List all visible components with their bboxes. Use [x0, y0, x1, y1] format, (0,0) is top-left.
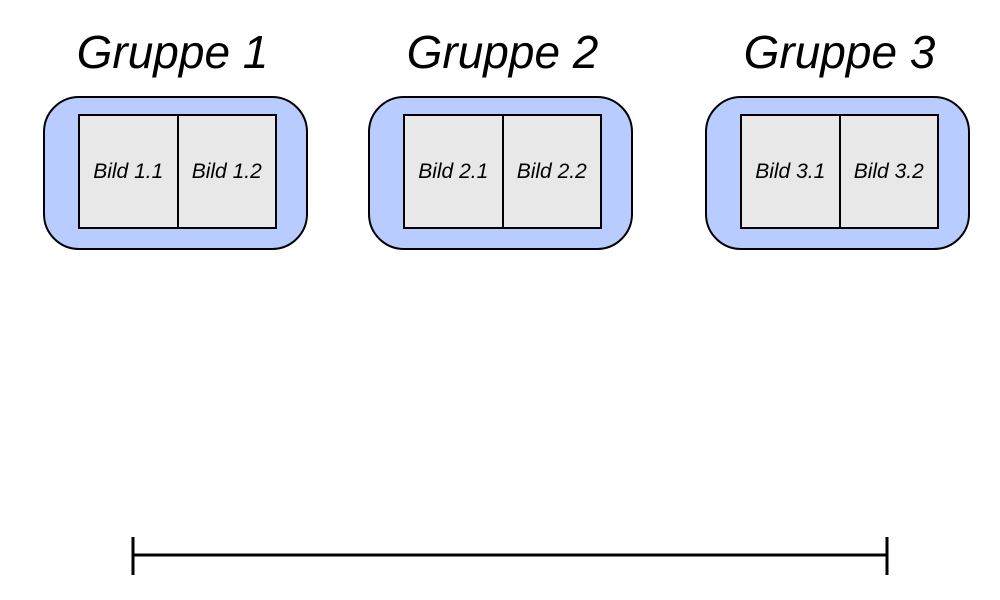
image-cell: Bild 2.1: [405, 116, 502, 227]
group-title: Gruppe 3: [743, 26, 936, 78]
image-cell: Bild 3.2: [838, 116, 937, 227]
image-pair: Bild 3.1 Bild 3.2: [740, 114, 939, 229]
group-container: Bild 2.1 Bild 2.2: [368, 96, 633, 250]
group-3: Gruppe 3 Bild 3.1 Bild 3.2: [705, 0, 970, 260]
image-cell: Bild 2.2: [501, 116, 600, 227]
image-cell: Bild 1.2: [176, 116, 275, 227]
group-1: Gruppe 1 Bild 1.1 Bild 1.2: [43, 0, 308, 260]
group-container: Bild 1.1 Bild 1.2: [43, 96, 308, 250]
image-pair: Bild 2.1 Bild 2.2: [403, 114, 602, 229]
image-pair: Bild 1.1 Bild 1.2: [78, 114, 277, 229]
group-container: Bild 3.1 Bild 3.2: [705, 96, 970, 250]
group-title: Gruppe 1: [76, 26, 269, 78]
group-2: Gruppe 2 Bild 2.1 Bild 2.2: [368, 0, 633, 260]
timeline-bar: [131, 537, 889, 575]
image-cell: Bild 3.1: [742, 116, 839, 227]
group-title: Gruppe 2: [406, 26, 599, 78]
image-cell: Bild 1.1: [80, 116, 177, 227]
